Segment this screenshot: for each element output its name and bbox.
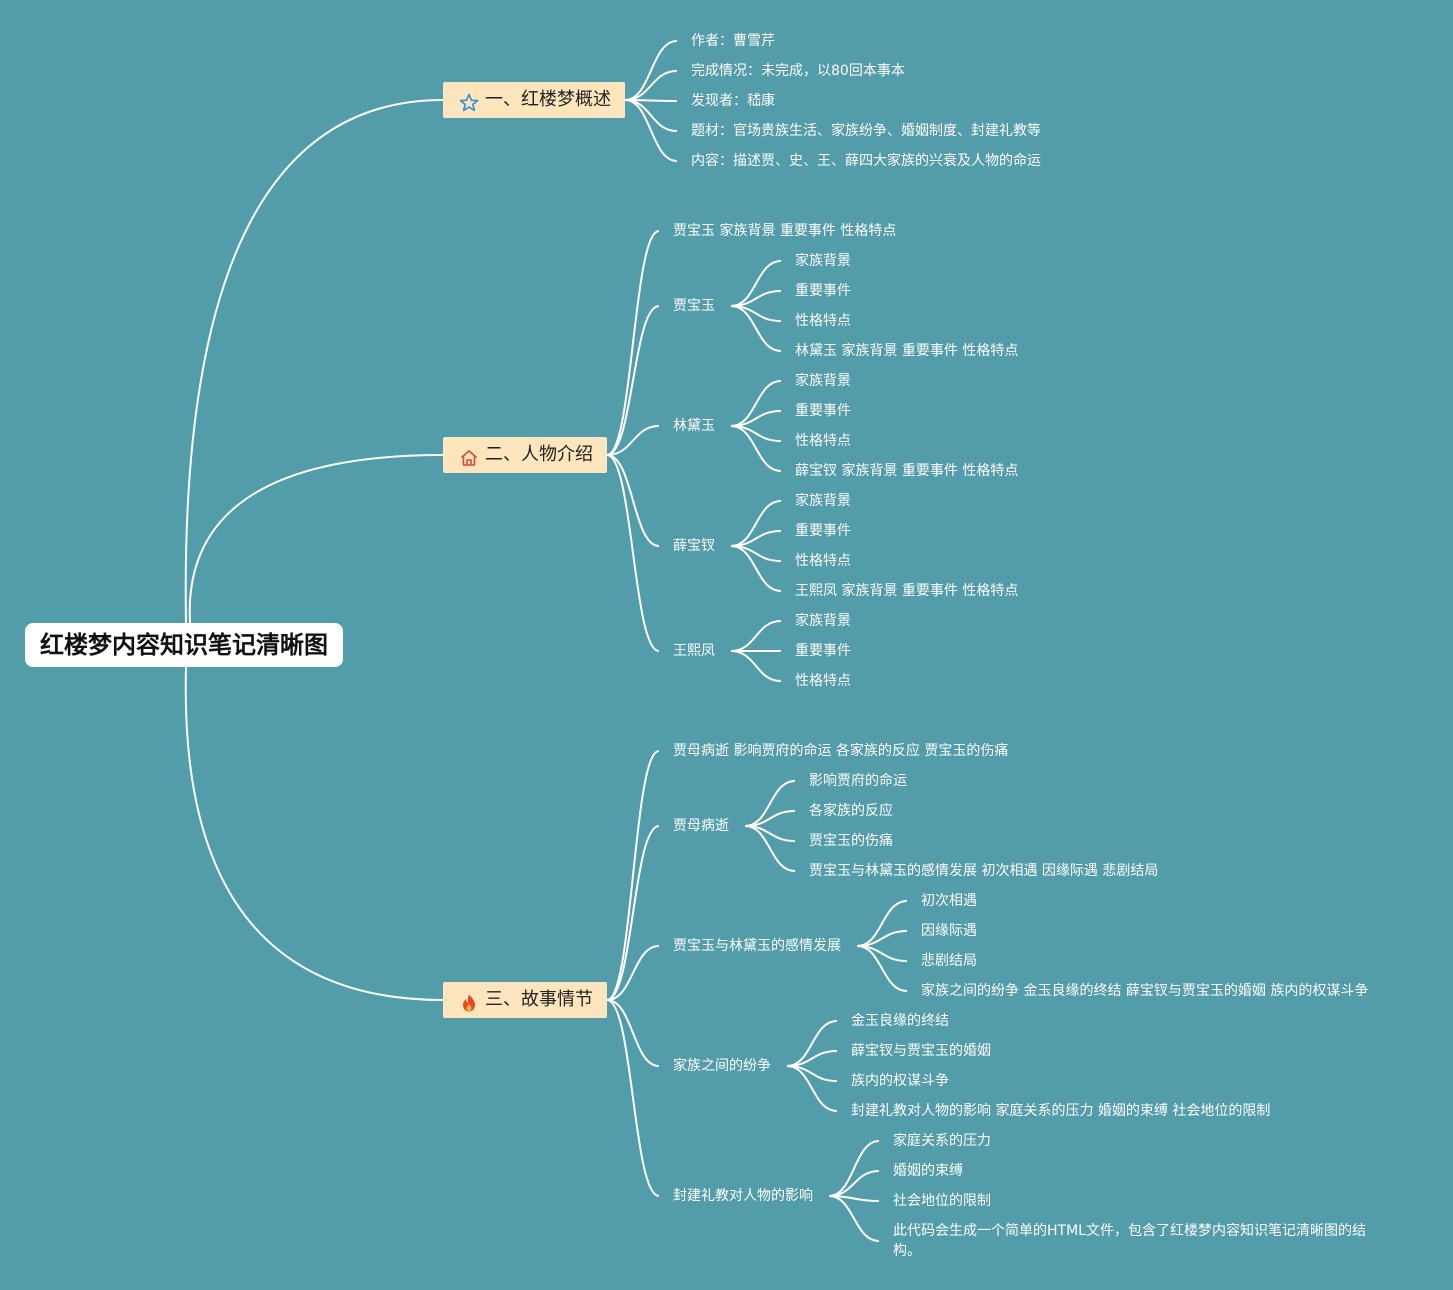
star-icon: [459, 90, 479, 112]
subtopic[interactable]: 各家族的反应: [809, 803, 893, 819]
subtopic[interactable]: 重要事件: [795, 643, 851, 659]
branch-plot[interactable]: 三、故事情节: [443, 982, 607, 1018]
sub-link: [730, 425, 782, 472]
sub-link: [828, 1140, 880, 1197]
branch-link: [606, 999, 660, 1197]
topic-summary[interactable]: 贾母病逝 影响贾府的命运 各家族的反应 贾宝玉的伤痛: [673, 743, 1009, 759]
topic-completion[interactable]: 完成情况：未完成，以80回本事本: [691, 63, 905, 79]
root-topic[interactable]: 红楼梦内容知识笔记清晰图: [25, 623, 343, 667]
subtopic[interactable]: 贾宝玉与林黛玉的感情发展 初次相遇 因缘际遇 悲剧结局: [809, 863, 1159, 879]
topic-character[interactable]: 薛宝钗: [673, 538, 715, 554]
subtopic[interactable]: 族内的权谋斗争: [851, 1073, 949, 1089]
sub-link: [828, 1195, 880, 1242]
subtopic[interactable]: 封建礼教对人物的影响 家庭关系的压力 婚姻的束缚 社会地位的限制: [851, 1103, 1271, 1119]
branch-link: [624, 70, 678, 101]
topic-plot[interactable]: 封建礼教对人物的影响: [673, 1188, 813, 1204]
branch-link: [606, 425, 660, 456]
topic-discoverer[interactable]: 发现者：嵇康: [691, 93, 775, 109]
subtopic[interactable]: 初次相遇: [921, 893, 977, 909]
subtopic-note[interactable]: 此代码会生成一个简单的HTML文件，包含了红楼梦内容知识笔记清晰图的结构。: [893, 1223, 1366, 1259]
topic-character[interactable]: 王熙凤: [673, 643, 715, 659]
subtopic[interactable]: 性格特点: [795, 553, 851, 569]
sub-link: [856, 945, 908, 992]
subtopic[interactable]: 性格特点: [795, 673, 851, 689]
branch-label: 三、故事情节: [485, 989, 593, 1010]
subtopic[interactable]: 家族背景: [795, 253, 851, 269]
branch-link: [606, 454, 660, 547]
subtopic[interactable]: 影响贾府的命运: [809, 773, 907, 789]
branch-link: [624, 99, 678, 132]
sub-link: [730, 545, 782, 592]
subtopic[interactable]: 性格特点: [795, 433, 851, 449]
branch-characters[interactable]: 二、人物介绍: [443, 437, 607, 473]
subtopic[interactable]: 薛宝钗与贾宝玉的婚姻: [851, 1043, 991, 1059]
subtopic[interactable]: 重要事件: [795, 403, 851, 419]
branch-link: [606, 305, 660, 456]
sub-link: [730, 650, 782, 682]
branch-link: [624, 40, 678, 101]
subtopic[interactable]: 家族背景: [795, 373, 851, 389]
subtopic[interactable]: 家族背景: [795, 613, 851, 629]
flame-icon: [459, 990, 479, 1012]
subtopic[interactable]: 林黛玉 家族背景 重要事件 性格特点: [795, 343, 1019, 359]
subtopic[interactable]: 重要事件: [795, 523, 851, 539]
sub-link: [730, 305, 782, 352]
branch-link: [606, 825, 660, 1001]
sub-link: [730, 620, 782, 652]
home-icon: [459, 445, 479, 466]
branch-label: 二、人物介绍: [485, 444, 593, 465]
subtopic[interactable]: 性格特点: [795, 313, 851, 329]
topic-author[interactable]: 作者：曹雪芹: [691, 33, 775, 49]
topic-character[interactable]: 林黛玉: [673, 418, 715, 434]
root-branch-link: [188, 454, 444, 624]
subtopic[interactable]: 因缘际遇: [921, 923, 977, 939]
subtopic[interactable]: 贾宝玉的伤痛: [809, 833, 893, 849]
topic-plot[interactable]: 贾宝玉与林黛玉的感情发展: [673, 938, 841, 954]
branch-link: [624, 99, 678, 162]
sub-link: [744, 825, 796, 872]
topic-plot[interactable]: 贾母病逝: [673, 818, 729, 834]
branch-label: 一、红楼梦概述: [485, 89, 611, 110]
subtopic[interactable]: 婚姻的束缚: [893, 1163, 963, 1179]
subtopic[interactable]: 家族之间的纷争 金玉良缘的终结 薛宝钗与贾宝玉的婚姻 族内的权谋斗争: [921, 983, 1369, 999]
subtopic[interactable]: 重要事件: [795, 283, 851, 299]
topic-plot[interactable]: 家族之间的纷争: [673, 1058, 771, 1074]
subtopic[interactable]: 薛宝钗 家族背景 重要事件 性格特点: [795, 463, 1019, 479]
subtopic[interactable]: 金玉良缘的终结: [851, 1013, 949, 1029]
branch-link: [606, 454, 660, 652]
root-branch-link: [184, 666, 444, 1001]
sub-link: [828, 1170, 880, 1197]
branch-link: [606, 750, 660, 1001]
branch-link: [606, 999, 660, 1067]
branch-overview[interactable]: 一、红楼梦概述: [443, 82, 625, 118]
topic-summary[interactable]: 贾宝玉 家族背景 重要事件 性格特点: [673, 223, 897, 239]
branch-link: [606, 945, 660, 1001]
topic-character[interactable]: 贾宝玉: [673, 298, 715, 314]
subtopic[interactable]: 悲剧结局: [921, 953, 977, 969]
topic-subject[interactable]: 题材：官场贵族生活、家族纷争、婚姻制度、封建礼教等: [691, 123, 1041, 139]
root-branch-link: [184, 99, 444, 624]
branch-link: [606, 230, 660, 456]
subtopic[interactable]: 王熙凤 家族背景 重要事件 性格特点: [795, 583, 1019, 599]
subtopic[interactable]: 家庭关系的压力: [893, 1133, 991, 1149]
sub-link: [786, 1065, 838, 1112]
subtopic[interactable]: 社会地位的限制: [893, 1193, 991, 1209]
subtopic[interactable]: 家族背景: [795, 493, 851, 509]
topic-content[interactable]: 内容：描述贾、史、王、薛四大家族的兴衰及人物的命运: [691, 153, 1041, 169]
